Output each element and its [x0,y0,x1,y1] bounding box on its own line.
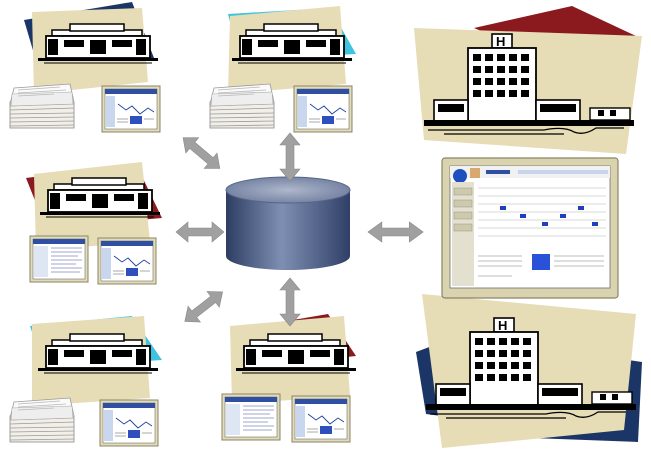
clinic-node-top-left [4,2,174,137]
double-arrow-icon [279,132,301,182]
hospital-top-right-graphic [414,6,642,154]
database-cylinder-icon [225,176,351,270]
arrow-top-left-to-database [174,129,227,177]
arrow-bottom-left-to-database [172,283,230,330]
clinic-node-top-center [200,2,370,137]
arrow-database-to-dashboard [366,221,426,244]
monitor-screen-icon [291,395,351,443]
clinic-middle-left-graphic [26,162,162,285]
clinic-top-left-graphic [9,2,161,133]
clinic-top-center-graphic [209,6,356,133]
central-database [222,176,354,272]
paper-stack-icon [209,83,275,129]
monitor-screen-icon [101,85,161,133]
clinic-building-icon [39,177,161,218]
hospital-node-bottom-right [412,290,648,451]
arrow-bottom-center-to-database [276,277,304,327]
double-arrow-icon [279,277,301,327]
clinic-node-bottom-center [204,312,374,451]
paper-stack-icon [9,397,75,443]
dashboard-monitor-icon [441,157,619,299]
clinic-building-icon [231,23,353,64]
hospital-node-top-right [412,6,648,156]
clinic-node-bottom-left [4,312,174,451]
monitor-screen-icon [29,235,89,283]
monitor-screen-icon [221,393,281,441]
clinic-node-middle-left [6,158,176,293]
monitor-screen-icon [97,237,157,285]
clinic-building-icon [37,23,159,64]
clinic-bottom-center-graphic [221,314,357,443]
arrow-middle-left-to-database [175,221,225,244]
monitor-screen-icon [293,85,353,133]
dashboard-monitor [441,157,620,300]
double-arrow-icon [175,221,225,243]
monitor-screen-icon [99,399,159,447]
arrow-top-center-to-database [276,132,304,182]
clinic-building-icon [37,333,159,374]
double-arrow-icon [367,221,424,243]
paper-stack-icon [9,83,75,129]
clinic-building-icon [235,333,357,374]
hospital-bottom-right-graphic [416,294,642,448]
clinic-bottom-left-graphic [9,316,162,447]
